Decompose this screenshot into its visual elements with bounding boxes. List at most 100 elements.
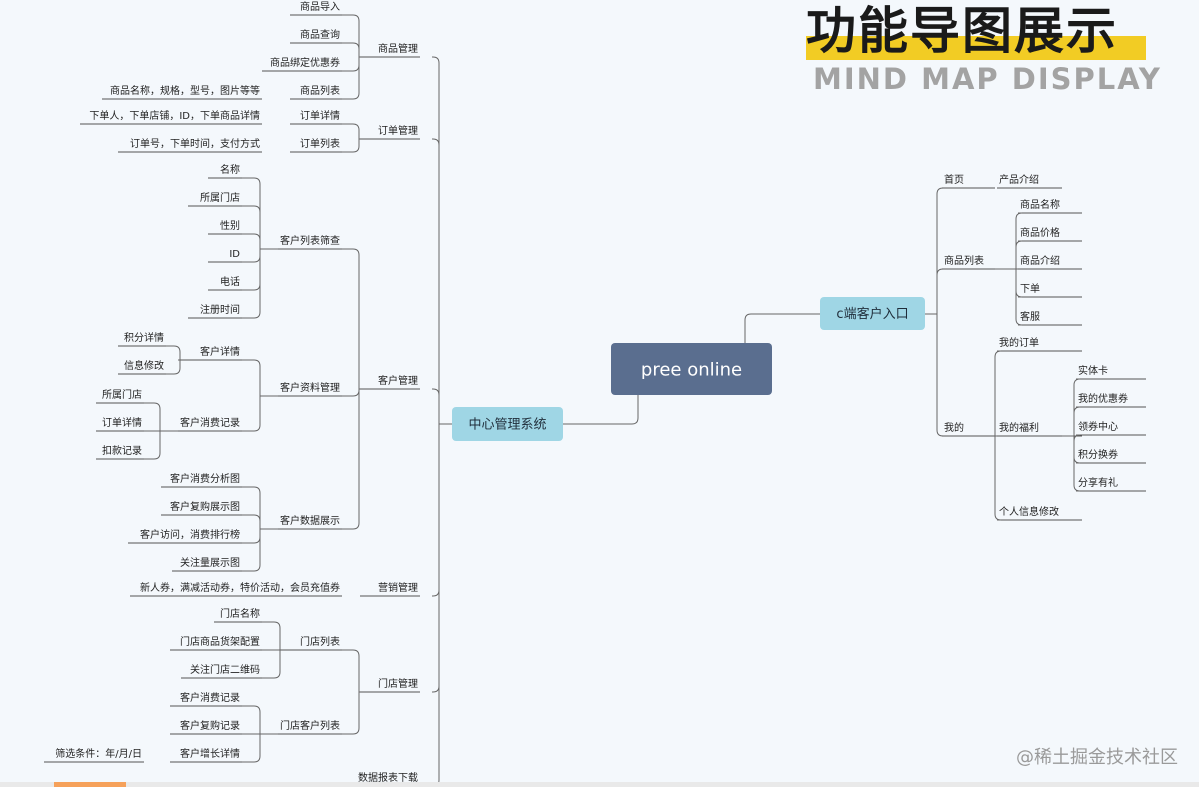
mindmap-node[interactable]: 首页 (944, 173, 964, 186)
main-system-node-box[interactable] (452, 407, 563, 441)
mindmap-node[interactable]: 所属门店 (200, 191, 240, 204)
mindmap-node[interactable]: 筛选条件：年/月/日 (55, 747, 142, 760)
mindmap-node[interactable]: 客服 (1020, 310, 1040, 323)
client-entry-node[interactable]: c端客户入口 (836, 306, 908, 322)
mindmap-node[interactable]: 扣款记录 (102, 444, 142, 457)
mindmap-node[interactable]: 门店商品货架配置 (180, 635, 260, 648)
title-accent-bar (806, 36, 1146, 60)
mindmap-node[interactable]: 下单 (1020, 283, 1040, 295)
connector (242, 514, 278, 530)
mindmap-node[interactable]: 积分换券 (1078, 448, 1118, 461)
mindmap-node[interactable]: 积分详情 (124, 331, 164, 344)
mindmap-node[interactable]: 客户复购记录 (180, 719, 240, 732)
mindmap-node[interactable]: 商品名称 (1020, 198, 1060, 211)
connector (994, 436, 1002, 521)
connector (242, 528, 278, 572)
mindmap-node[interactable]: 所属门店 (102, 388, 142, 401)
connector (166, 359, 181, 375)
mindmap-node[interactable]: 门店客户列表 (280, 719, 340, 732)
client-entry-node-box[interactable] (820, 297, 925, 330)
mindmap-node[interactable]: 产品介绍 (999, 173, 1039, 186)
mindmap-node[interactable]: 门店列表 (300, 635, 340, 648)
mindmap-node[interactable]: 性别 (220, 219, 240, 232)
connector (995, 268, 1023, 298)
mindmap-node[interactable]: 商品价格 (1020, 226, 1060, 239)
page-title: 功能导图展示 (806, 2, 1118, 60)
mindmap-node[interactable]: 客户管理 (378, 374, 418, 387)
main-system-node[interactable]: 中心管理系统 (468, 418, 546, 433)
connector (342, 691, 360, 735)
mindmap-node[interactable]: 分享有礼 (1078, 476, 1118, 489)
root-node[interactable]: pree online (641, 359, 742, 380)
mindmap-node[interactable]: 商品绑定优惠券 (270, 56, 340, 69)
mindmap-node[interactable]: 我的福利 (999, 421, 1039, 434)
mindmap-node[interactable]: 注册时间 (200, 303, 240, 316)
mindmap-node[interactable]: 客户详情 (200, 345, 240, 358)
mindmap-node[interactable]: 客户列表筛查 (280, 234, 340, 247)
connector (262, 621, 281, 651)
mindmap-node[interactable]: 客户消费记录 (180, 691, 240, 704)
mindmap-node[interactable]: 商品列表 (300, 84, 340, 97)
connector (342, 649, 360, 693)
mindmap-node[interactable]: 领券中心 (1078, 420, 1118, 433)
connector (342, 56, 360, 72)
connector (432, 424, 440, 787)
mindmap-node[interactable]: 名称 (220, 163, 240, 176)
mindmap-node[interactable]: 商品管理 (378, 42, 418, 55)
connector (242, 395, 278, 432)
mindmap-node[interactable]: 客户增长详情 (180, 747, 240, 760)
mindmap-node[interactable]: 关注门店二维码 (190, 663, 260, 676)
mindmap-node[interactable]: ID (229, 249, 240, 260)
mindmap-node[interactable]: 商品介绍 (1020, 254, 1060, 267)
mindmap-node[interactable]: 我的优惠券 (1078, 392, 1128, 405)
connector (995, 240, 1023, 270)
mindmap-node[interactable]: 商品查询 (300, 28, 340, 41)
mindmap-node[interactable]: 营销管理 (378, 581, 418, 594)
mindmap-node[interactable]: 信息修改 (124, 359, 164, 372)
mindmap-node[interactable]: 商品导入 (300, 0, 340, 13)
connector (994, 350, 1002, 436)
mindmap-node[interactable]: 客户数据展示 (280, 514, 340, 527)
mindmap-node[interactable]: 我的订单 (999, 336, 1039, 349)
mindmap-node[interactable]: 下单人，下单店铺，ID，下单商品详情 (89, 109, 260, 122)
connector (242, 733, 278, 763)
page-subtitle: MIND MAP DISPLAY (813, 62, 1162, 96)
mindmap-node[interactable]: 数据报表下载 (358, 771, 418, 784)
connector (432, 56, 440, 424)
mindmap-node[interactable]: 商品名称，规格，型号，图片等等 (110, 84, 260, 97)
connector (1062, 378, 1081, 437)
mindmap-node[interactable]: 客户消费记录 (180, 416, 240, 429)
mindmap-node[interactable]: 客户资料管理 (280, 381, 340, 394)
mindmap-node[interactable]: 订单管理 (378, 124, 418, 137)
mindmap-node[interactable]: 客户消费分析图 (170, 472, 240, 485)
mindmap-node[interactable]: 电话 (220, 275, 240, 288)
mindmap-node[interactable]: 关注量展示图 (180, 556, 240, 569)
mindmap-node[interactable]: 订单号，下单时间，支付方式 (130, 137, 260, 150)
root-node-box[interactable] (611, 343, 772, 395)
mindmap-node[interactable]: 门店管理 (378, 677, 418, 690)
connector (242, 248, 278, 319)
connector (925, 268, 944, 315)
connector (166, 345, 181, 361)
connector (432, 388, 440, 424)
mindmap-node[interactable]: 客户复购展示图 (170, 500, 240, 513)
mindmap-node[interactable]: 订单详情 (102, 416, 142, 429)
bottom-scrollbar-thumb[interactable] (54, 782, 126, 787)
watermark: @稀土掘金技术社区 (1016, 747, 1178, 768)
connector (144, 402, 178, 432)
mindmap-node[interactable]: 订单详情 (300, 109, 340, 122)
mindmap-node[interactable]: 新人券，满减活动券，特价活动，会员充值券 (140, 581, 340, 594)
connector (342, 388, 360, 397)
mindmap-node[interactable]: 个人信息修改 (999, 505, 1059, 518)
connector (242, 705, 278, 735)
mindmap-node[interactable]: 我的 (944, 421, 964, 434)
mindmap-node[interactable]: 门店名称 (220, 607, 260, 620)
connector (342, 388, 360, 530)
mindmap-node[interactable]: 客户访问，消费排行榜 (140, 528, 240, 541)
mindmap-node[interactable]: 商品列表 (944, 254, 984, 267)
mindmap-node[interactable]: 实体卡 (1078, 364, 1108, 377)
connector (144, 430, 178, 460)
connector (342, 138, 360, 153)
mindmap-node[interactable]: 订单列表 (300, 137, 340, 150)
connector (432, 138, 440, 424)
